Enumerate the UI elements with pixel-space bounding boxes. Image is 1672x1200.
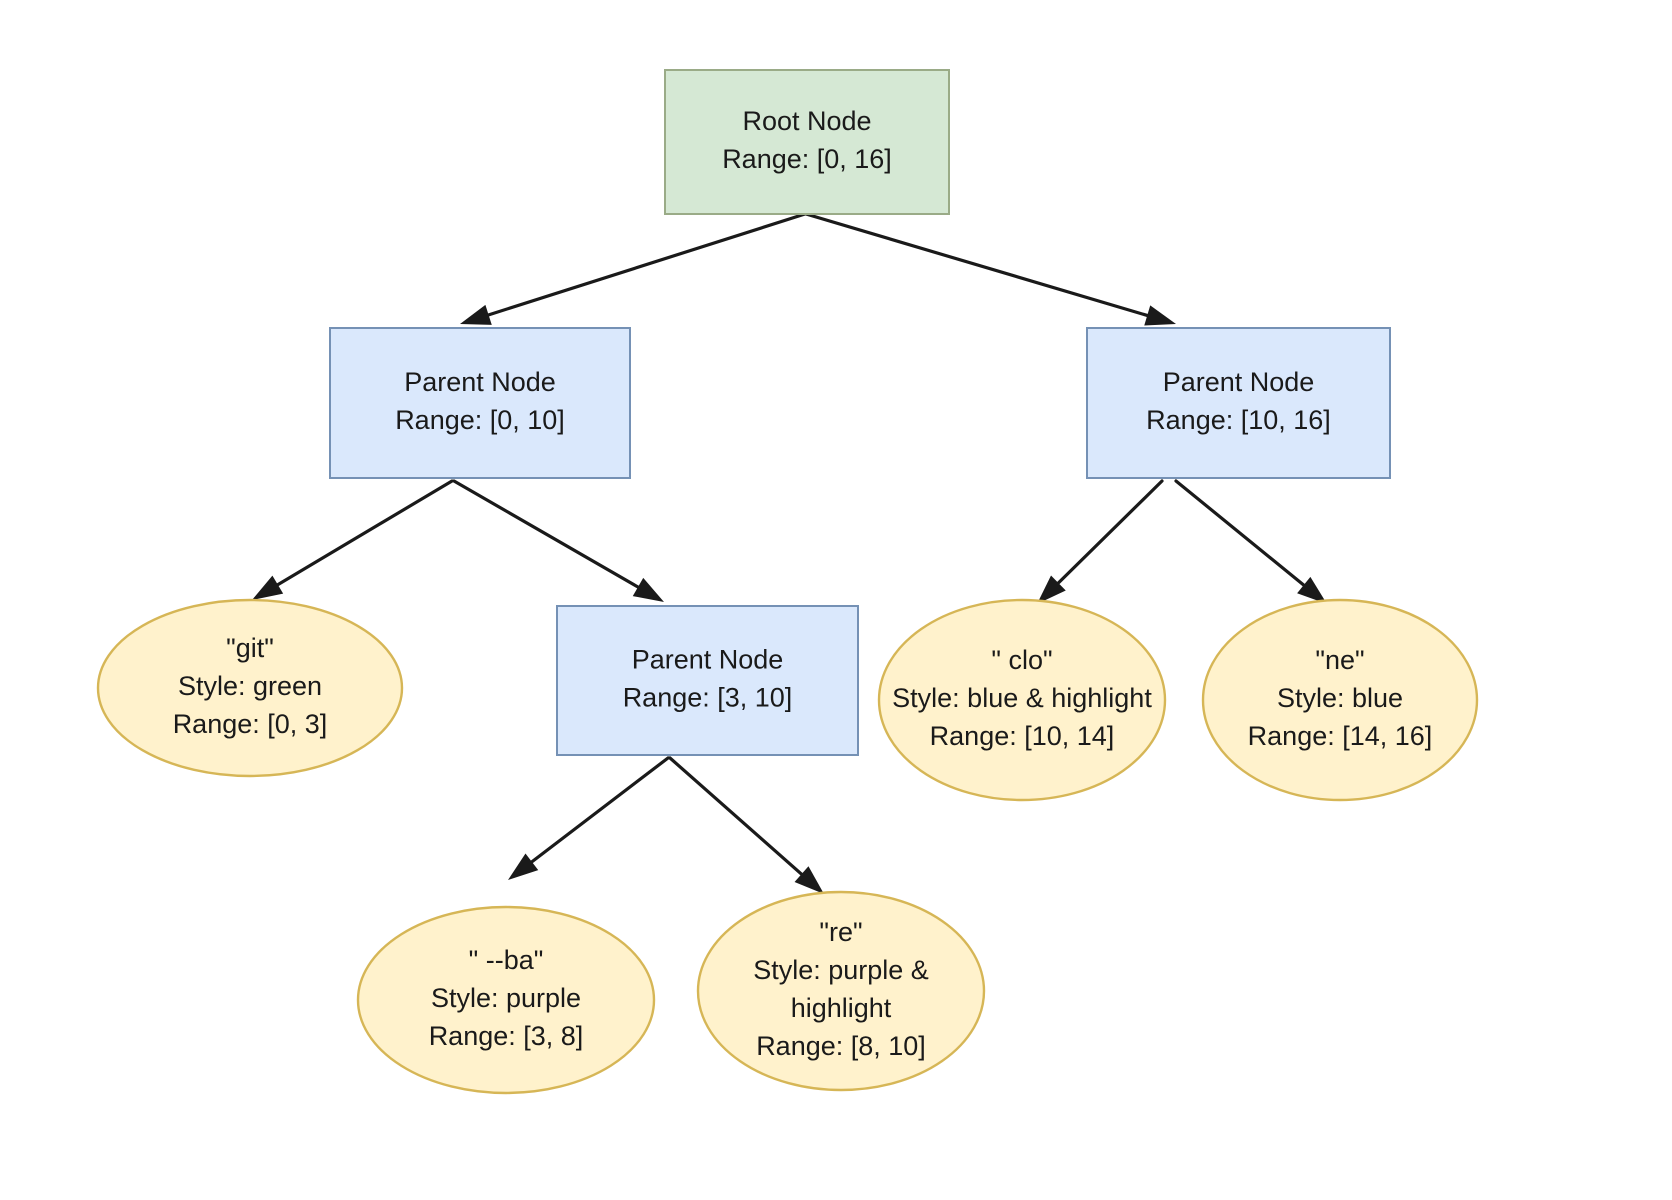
node-shape-rect[interactable] [1086,327,1391,479]
edge-line [668,756,807,879]
node-label-line: highlight [791,993,892,1023]
arrow-head-icon [1037,575,1066,604]
node-label-line: Range: [3, 10] [623,683,793,713]
edge-line [272,479,454,589]
arrow-head-icon [252,575,284,600]
node-label-line: Range: [0, 10] [395,405,565,435]
edge-mid-to-re [668,756,824,894]
node-shape-ellipse[interactable] [356,905,656,1095]
arrow-head-icon [460,304,492,325]
node-label-line: Range: [0, 16] [722,144,892,174]
edge-mid-to-ba [508,756,670,880]
edge-left-to-git [252,479,454,600]
node-label-line: Range: [8, 10] [756,1031,926,1061]
node-shape-ellipse[interactable] [877,598,1167,802]
node-label-line: Range: [0, 3] [173,709,328,739]
arrow-head-icon [1297,576,1327,604]
node-label-line: Range: [10, 14] [930,721,1115,751]
node-shape-ellipse[interactable] [1201,598,1479,802]
node-label-line: Parent Node [632,645,784,675]
edge-line [483,212,807,318]
node-label-line: Parent Node [1163,367,1315,397]
node-label-line: Style: blue [1277,683,1403,713]
edge-left-to-mid [452,479,664,602]
edge-right-to-ne [1174,479,1327,604]
node-label-line: Root Node [742,106,871,136]
edge-root-to-left [460,212,807,325]
node-label-line: Style: purple [431,983,581,1013]
node-label-line: Style: green [178,671,322,701]
node-label-line: Parent Node [404,367,556,397]
edge-line [804,212,1153,319]
node-label-line: "re" [819,917,862,947]
arrow-head-icon [632,577,664,602]
edge-line [527,756,670,866]
edges-layer [252,212,1327,894]
node-label-line: "ne" [1315,645,1364,675]
arrow-head-icon [1144,305,1176,326]
node-label-line: Style: blue & highlight [892,683,1152,713]
edge-line [1174,479,1309,590]
node-shape-rect[interactable] [664,69,950,215]
arrow-head-icon [794,866,824,894]
node-label-line: "git" [226,633,274,663]
edge-line [452,479,644,591]
arrow-head-icon [508,853,539,880]
edge-line [1053,479,1164,588]
node-shape-rect[interactable] [329,327,631,479]
node-shape-ellipse[interactable] [696,890,986,1092]
node-label-line: " --ba" [469,945,544,975]
node-label-line: Style: purple & [753,955,929,985]
node-shape-ellipse[interactable] [96,598,404,778]
node-label-line: Range: [3, 8] [429,1021,584,1051]
node-label-line: Range: [10, 16] [1146,405,1331,435]
node-label-line: " clo" [991,645,1052,675]
edge-root-to-right [804,212,1176,326]
node-label-line: Range: [14, 16] [1248,721,1433,751]
node-shape-rect[interactable] [556,605,859,756]
edge-right-to-clo [1037,479,1164,604]
